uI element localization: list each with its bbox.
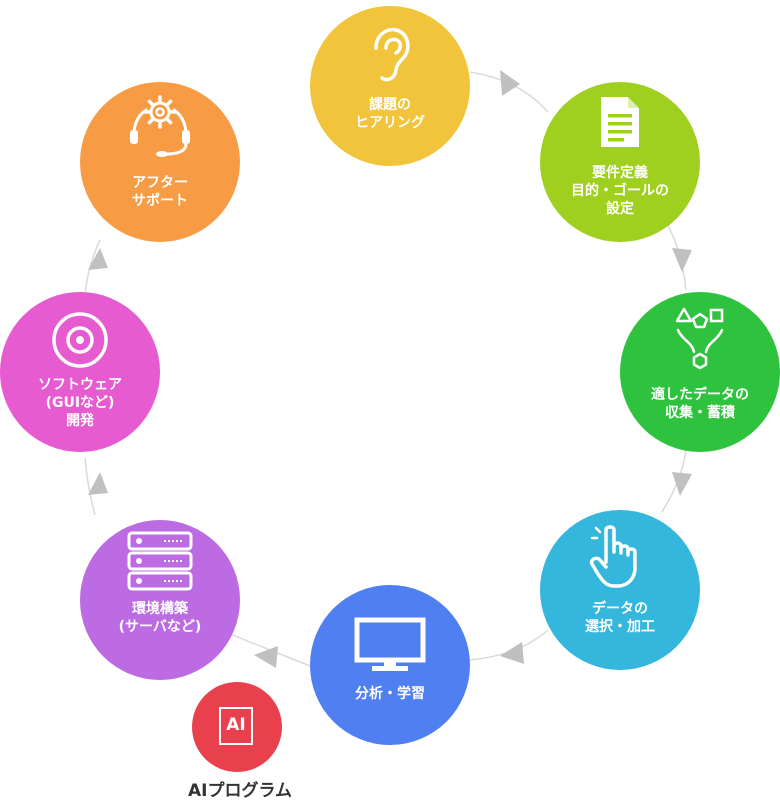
arrow-requirements-collection: [672, 248, 692, 272]
step-hearing: 課題の ヒアリング: [310, 6, 470, 166]
step-aftersupport-line-1: アフター: [132, 175, 188, 191]
step-data-collection-line-1: 適したデータの: [651, 387, 749, 403]
step-software-label: ソフトウェア (GUIなど) 開発: [0, 376, 160, 430]
step-analysis-line-1: 分析・学習: [355, 686, 425, 702]
step-aftersupport: アフター サポート: [80, 82, 240, 242]
step-requirements-line-3: 設定: [606, 201, 634, 217]
step-analysis-label: 分析・学習: [310, 685, 470, 703]
step-software: ソフトウェア (GUIなど) 開発: [0, 292, 160, 452]
pointing-hand-icon: [588, 522, 637, 588]
step-requirements: 要件定義 目的・ゴールの 設定: [540, 82, 700, 242]
ai-chip-icon: AI: [219, 707, 253, 745]
step-hearing-line-1: 課題の: [369, 97, 411, 113]
step-data-selection-label: データの 選択・加工: [540, 600, 700, 636]
step-hearing-line-2: ヒアリング: [355, 115, 425, 131]
funnel-shapes-icon: [675, 307, 724, 370]
ai-program-circle: AI: [192, 682, 282, 772]
step-environment-line-2: (サーバなど): [118, 619, 202, 635]
connector-environment-software: [84, 457, 96, 516]
arrow-environment-software: [88, 472, 108, 495]
server-icon: [127, 531, 193, 591]
step-requirements-line-2: 目的・ゴールの: [571, 183, 669, 199]
step-data-collection-label: 適したデータの 収集・蓄積: [620, 386, 780, 422]
step-software-line-2: (GUIなど): [45, 395, 115, 411]
step-environment-line-1: 環境構築: [132, 601, 188, 617]
arrow-selection-analysis: [500, 642, 524, 664]
step-data-collection-line-2: 収集・蓄積: [665, 405, 735, 421]
step-data-selection: データの 選択・加工: [540, 510, 700, 670]
step-hearing-label: 課題の ヒアリング: [310, 96, 470, 132]
step-data-selection-line-1: データの: [592, 601, 648, 617]
cycle-arrows: [88, 70, 692, 668]
step-analysis: 分析・学習: [310, 585, 470, 745]
ai-program-caption: AIプログラム: [188, 781, 292, 801]
step-data-selection-line-2: 選択・加工: [585, 619, 655, 635]
step-aftersupport-line-2: サポート: [132, 193, 188, 209]
step-requirements-line-1: 要件定義: [592, 165, 648, 181]
step-environment: 環境構築 (サーバなど): [80, 520, 240, 680]
ai-chip-text: AI: [226, 715, 246, 735]
step-aftersupport-label: アフター サポート: [80, 174, 240, 210]
headset-gear-icon: [130, 95, 190, 157]
step-software-line-1: ソフトウェア: [38, 377, 122, 393]
ear-icon: [374, 27, 410, 82]
step-environment-label: 環境構築 (サーバなど): [80, 600, 240, 636]
arrow-software-aftersupport: [88, 248, 108, 270]
arrow-analysis-environment: [254, 646, 278, 668]
disc-icon: [52, 312, 108, 368]
step-software-line-3: 開発: [66, 413, 94, 429]
arrow-hearing-requirements: [500, 70, 520, 96]
arrow-collection-selection: [672, 472, 692, 496]
step-requirements-label: 要件定義 目的・ゴールの 設定: [540, 164, 700, 218]
step-data-collection: 適したデータの 収集・蓄積: [620, 292, 780, 452]
document-icon: [601, 97, 639, 147]
monitor-icon: [354, 617, 426, 671]
